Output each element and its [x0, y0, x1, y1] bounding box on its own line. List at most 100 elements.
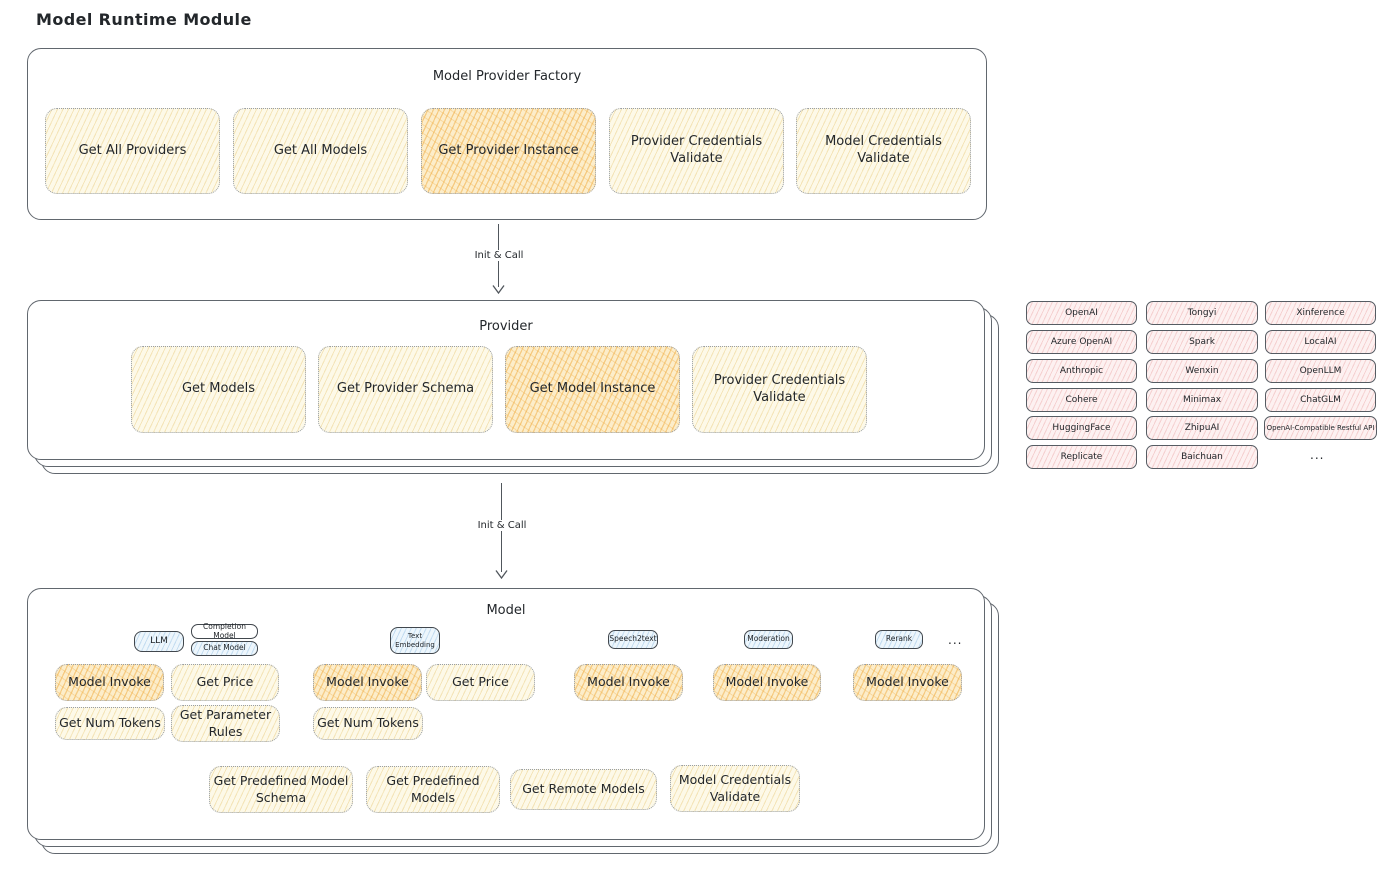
llm-get-price: Get Price [171, 664, 279, 701]
factory-item-label: Get All Providers [78, 142, 187, 158]
func-label: Model Invoke [587, 674, 670, 690]
factory-item-get-provider-instance: Get Provider Instance [421, 108, 596, 194]
tag-text-embedding: Text Embedding [390, 627, 440, 654]
page-title: Model Runtime Module [36, 10, 252, 29]
vendor-anthropic: Anthropic [1026, 359, 1137, 383]
factory-title: Model Provider Factory [432, 69, 582, 84]
vendor-label: Baichuan [1181, 452, 1223, 462]
llm-get-parameter-rules: Get Parameter Rules [171, 705, 280, 742]
vendor-label: Minimax [1182, 395, 1222, 405]
provider-item-get-model-instance: Get Model Instance [505, 346, 680, 433]
vendor-label: OpenLLM [1299, 366, 1342, 376]
vendor-xinference: Xinference [1265, 301, 1376, 325]
vendor-minimax: Minimax [1146, 388, 1258, 412]
provider-item-label: Get Provider Schema [336, 381, 475, 397]
provider-item-label: Provider Credentials Validate [713, 372, 846, 405]
func-label: Get Price [196, 674, 254, 690]
arrow-label: Init & Call [473, 520, 531, 531]
vendor-label: Azure OpenAI [1050, 337, 1113, 347]
provider-item-provider-credentials-validate: Provider Credentials Validate [692, 346, 867, 433]
factory-item-get-all-models: Get All Models [233, 108, 408, 194]
tag-label: Rerank [885, 634, 913, 644]
vendor-label: Anthropic [1059, 366, 1104, 376]
model-title: Model [486, 603, 526, 618]
vendor-localai: LocalAI [1265, 330, 1376, 354]
vendor-baichuan: Baichuan [1146, 445, 1258, 469]
factory-panel: Model Provider Factory Get All Providers… [27, 48, 987, 220]
vendors-ellipsis: ... [1310, 448, 1325, 462]
provider-item-get-models: Get Models [131, 346, 306, 433]
vendor-spark: Spark [1146, 330, 1258, 354]
llm-model-invoke: Model Invoke [55, 664, 164, 701]
vendor-label: Xinference [1296, 308, 1345, 318]
func-label: Get Remote Models [522, 781, 645, 797]
tag-moderation: Moderation [744, 630, 793, 649]
vendor-huggingface: HuggingFace [1026, 416, 1137, 440]
get-predefined-models: Get Predefined Models [366, 766, 500, 813]
moderation-model-invoke: Model Invoke [713, 664, 821, 701]
provider-title: Provider [479, 319, 533, 334]
tag-llm: LLM [134, 631, 184, 652]
arrow-factory-to-provider: Init & Call [470, 224, 528, 295]
tag-label: LLM [150, 636, 168, 647]
model-credentials-validate: Model Credentials Validate [670, 765, 800, 812]
vendor-label: OpenAI [1065, 308, 1098, 318]
factory-item-provider-credentials-validate: Provider Credentials Validate [609, 108, 784, 194]
vendor-azure-openai: Azure OpenAI [1026, 330, 1137, 354]
vendor-label: Wenxin [1185, 366, 1219, 376]
text-embedding-get-price: Get Price [426, 664, 535, 701]
tag-completion-model: Completion Model [191, 621, 258, 640]
vendor-label: OpenAI-Compatible Restful API [1266, 424, 1375, 432]
get-remote-models: Get Remote Models [510, 769, 657, 810]
factory-item-model-credentials-validate: Model Credentials Validate [796, 108, 971, 194]
vendor-replicate: Replicate [1026, 445, 1137, 469]
factory-item-label: Get All Models [273, 142, 368, 158]
vendor-openai: OpenAI [1026, 301, 1137, 325]
func-label: Get Num Tokens [317, 715, 419, 731]
vendor-zhipuai: ZhipuAI [1146, 416, 1258, 440]
text-embedding-get-num-tokens: Get Num Tokens [313, 707, 423, 740]
vendor-tongyi: Tongyi [1146, 301, 1258, 325]
rerank-model-invoke: Model Invoke [853, 664, 962, 701]
vendor-label: ZhipuAI [1184, 423, 1220, 433]
model-tags-ellipsis: ... [948, 633, 963, 647]
vendor-label: Tongyi [1187, 308, 1217, 318]
func-label: Get Num Tokens [59, 715, 161, 731]
arrow-provider-to-model: Init & Call [473, 483, 531, 580]
factory-item-label: Model Credentials Validate [825, 134, 942, 166]
vendor-label: Cohere [1065, 395, 1098, 405]
func-label: Model Credentials Validate [678, 772, 792, 804]
vendor-label: Spark [1189, 337, 1215, 347]
get-predefined-model-schema: Get Predefined Model Schema [209, 766, 353, 813]
provider-item-get-provider-schema: Get Provider Schema [318, 346, 493, 433]
factory-item-get-all-providers: Get All Providers [45, 108, 220, 194]
vendor-openllm: OpenLLM [1265, 359, 1376, 383]
vendor-label: Replicate [1060, 452, 1103, 462]
tag-label: Moderation [747, 634, 790, 644]
speech2text-model-invoke: Model Invoke [574, 664, 683, 701]
vendor-openai-compatible-restful-api: OpenAI-Compatible Restful API [1264, 416, 1377, 440]
func-label: Model Invoke [866, 674, 949, 690]
tag-label: Completion Model [203, 621, 246, 640]
vendor-label: HuggingFace [1052, 423, 1111, 433]
vendor-chatglm: ChatGLM [1265, 388, 1376, 412]
tag-label: Text Embedding [395, 632, 435, 649]
factory-item-label: Provider Credentials Validate [630, 134, 763, 166]
vendor-wenxin: Wenxin [1146, 359, 1258, 383]
arrowhead-icon [495, 570, 508, 579]
tag-label: Speech2text [609, 634, 657, 644]
func-label: Get Parameter Rules [179, 707, 272, 739]
llm-get-num-tokens: Get Num Tokens [55, 707, 165, 740]
func-label: Model Invoke [68, 674, 151, 690]
vendor-label: LocalAI [1304, 337, 1337, 347]
text-embedding-model-invoke: Model Invoke [313, 664, 422, 701]
arrowhead-icon [492, 285, 505, 294]
factory-item-label: Get Provider Instance [438, 142, 579, 158]
vendor-cohere: Cohere [1026, 388, 1137, 412]
func-label: Model Invoke [725, 674, 809, 690]
tag-chat-model: Chat Model [191, 641, 258, 656]
func-label: Get Price [452, 674, 509, 690]
tag-rerank: Rerank [875, 630, 923, 649]
model-panel: Model LLM Completion Model Chat Model Te… [27, 588, 985, 840]
